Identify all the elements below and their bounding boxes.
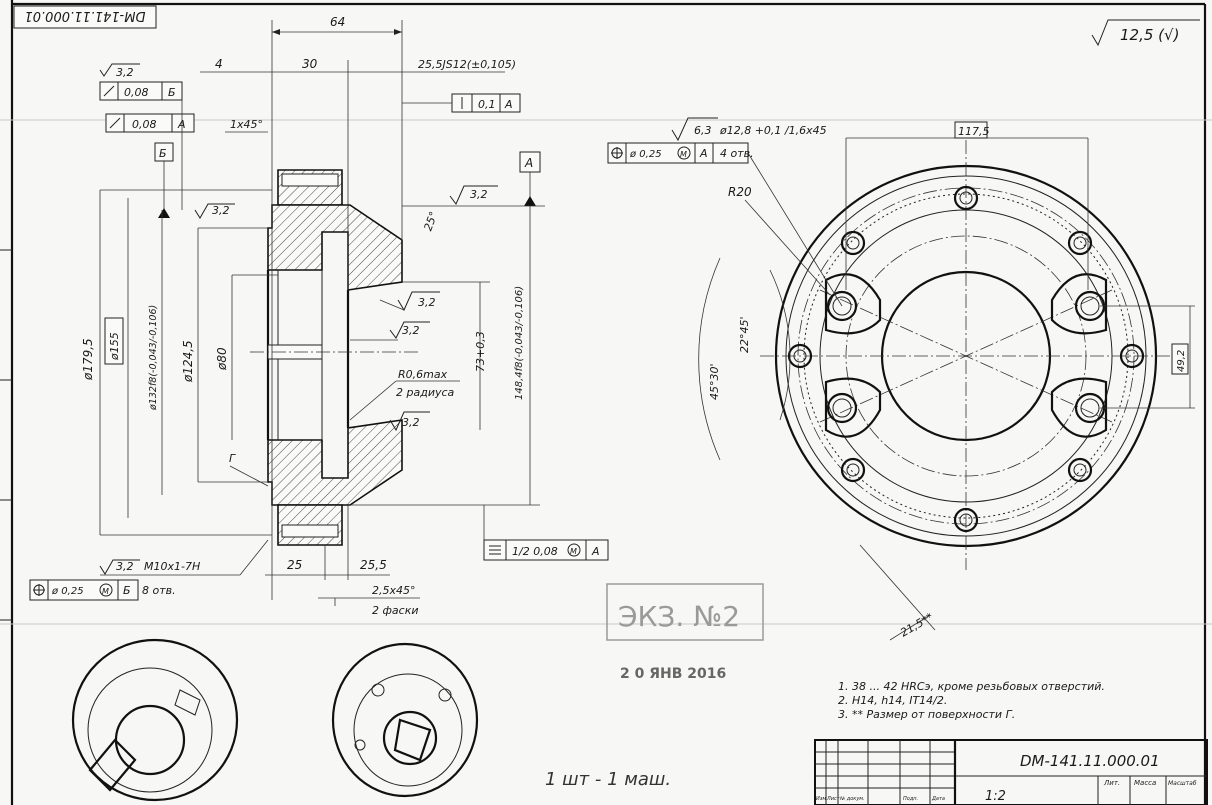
isometric-views [71,638,479,802]
dia-179-5: ø179,5 [81,338,95,381]
roughness-63: 6,3 [694,124,712,137]
dim-25-5: 25,5 [360,558,387,572]
dia-124-5: ø124,5 [181,340,195,383]
dim-49-2: 49,2 [1176,350,1187,372]
dim-25: 25 [287,558,302,572]
thread-spec: M10x1-7H [144,560,200,573]
stamp-text: ЭКЗ. №2 [618,600,740,633]
flange-section-view [250,20,420,600]
title-drawing-number: DM-141.11.000.01 [1020,752,1160,770]
thread-pos-tol-m: M [102,587,109,596]
two-radii: 2 радиуса [396,386,455,399]
dia-148-4: 148,4f8(-0,043/-0,106) [514,286,525,400]
dim-30: 30 [302,57,318,71]
sym-tol-value: 1/2 0,08 [512,545,558,558]
roughness-32-b: 3,2 [212,204,230,217]
dim-73: 73+0,3 [474,331,487,372]
note-2: 2. H14, h14, IT14/2. [838,694,947,707]
r06-max: R0,6max [398,368,448,381]
handwritten-note: 1 шт - 1 маш. [545,769,671,790]
note-1: 1. 38 ... 42 HRCэ, кроме резьбовых отвер… [838,680,1105,693]
thread-pos-datum: Б [123,584,131,597]
rotated-drawing-number: DM-141.11.000.01 [24,8,145,23]
general-roughness-text: 12,5 (√) [1120,26,1179,44]
plan-pos-datum: А [699,147,708,160]
thread-pos-tol: ø 0,25 [51,586,84,597]
runout-1-value: 0,08 [124,86,149,99]
angle-25: 25° [422,210,441,233]
chamfer-2-5: 2,5x45° [372,584,416,597]
angle-45-30: 45°30' [708,363,721,400]
roughness-32-c: 3,2 [470,188,488,201]
runout-1-datum: Б [168,86,176,99]
symmetry-frame: 1/2 0,08 M А [483,505,609,561]
r20-label: R20 [728,185,752,199]
perp-tol-value: 0,1 [478,98,496,111]
copy-stamp: ЭКЗ. №2 2 0 ЯНВ 2016 [606,583,764,682]
plan-annotations: 6,3 ø12,8 +0,1 /1,6x45 ø 0,25 M А 4 отв.… [607,117,1195,641]
dim-64: 64 [330,15,345,29]
datum-a-label: А [524,156,533,170]
roughness-32-g: 3,2 [116,560,134,573]
runout-2-value: 0,08 [132,118,157,131]
runout-2-datum: А [177,118,186,131]
runout-frames: 3,2 0,08 Б 0,08 А 1x45° Б 3,2 [99,63,268,219]
plan-pos-tol: ø 0,25 [629,149,662,160]
col-scale: Масштаб [1168,780,1197,787]
scale-value: 1:2 [985,789,1006,804]
general-roughness: 12,5 (√) [1091,19,1200,47]
angle-22-45: 22°45' [738,316,751,353]
datum-b-label: Б [159,147,167,160]
roughness-32-d: 3,2 [418,296,436,309]
plan-hole-count: 4 отв. [720,147,754,160]
stamp-date: 2 0 ЯНВ 2016 [620,666,726,682]
two-chamfers: 2 фаски [372,604,418,617]
col-izm: Изм [816,796,826,802]
flange-bottom-dims: Г 25 25,5 2,5x45° 2 фаски [229,452,420,617]
hole-spec: ø12,8 +0,1 /1,6x45 [719,124,827,137]
roughness-32-f: 3,2 [402,416,420,429]
chamfer-1x45: 1x45° [230,118,263,131]
thread-count: 8 отв. [142,584,176,597]
note-3: 3. ** Размер от поверхности Г. [838,708,1015,721]
title-block: DM-141.11.000.01 Изм Лист № докум. Подп.… [814,739,1208,805]
plan-pos-tol-m: M [680,150,687,159]
col-lit: Лит. [1103,779,1120,787]
dia-132: ø132f8(-0,043/-0,106) [148,305,159,411]
mid-roughness: 3,2 3,2 R0,6max 2 радиуса 3,2 [349,291,460,432]
col-sign: Подп. [903,796,918,802]
col-mass: Масса [1134,779,1156,787]
dia-80: ø80 [215,347,229,371]
roughness-32-a: 3,2 [116,66,134,79]
flange-top-dims: 64 30 4 25,5JS12(±0,105) [200,15,516,290]
dim-4: 4 [215,57,223,71]
perp-datum: А [504,98,513,111]
surface-g-label: Г [229,452,236,465]
diameter-dims: ø179,5 ø155 ø132f8(-0,043/-0,106) ø124,5… [81,189,540,536]
dim-117-5: 117,5 [958,125,990,138]
technical-notes: 1. 38 ... 42 HRCэ, кроме резьбовых отвер… [838,680,1105,721]
sym-datum: А [591,545,600,558]
roughness-32-e: 3,2 [402,324,420,337]
sym-tol-m: M [570,547,577,556]
dim-tolerance: 25,5JS12(±0,105) [418,58,516,71]
thread-position-frame: 3,2 M10x1-7H ø 0,25 M Б 8 отв. [29,539,269,601]
perpendicularity-frame: 0,1 А А 3,2 25° [402,93,545,233]
col-list: Лист [826,796,841,802]
dia-155: ø155 [108,332,121,361]
col-doc: № докум. [839,796,865,802]
col-date: Дата [931,796,945,802]
rotated-number-box: DM-141.11.000.01 [13,5,157,29]
